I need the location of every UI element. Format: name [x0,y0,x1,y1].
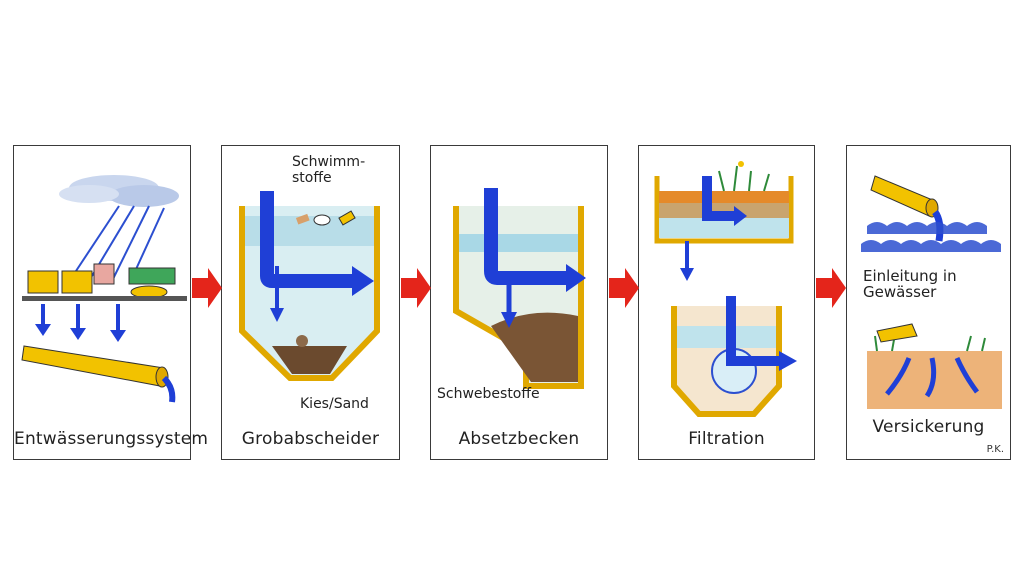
panel-entwaesserung: Entwässerungssystem [13,145,209,460]
transition-arrow-4 [816,268,846,308]
signature: P.K. [986,444,1004,455]
panel-grobabscheider: Schwimm- stoffe Kies/Sand Grobabscheider [221,145,400,460]
note-schwimmstoffe: Schwimm- stoffe [292,154,366,186]
discharge-illustration [861,175,1002,409]
step-label: Entwässerungssystem [14,429,209,449]
panel-absetzbecken: Schwebestoffe Absetzbecken [430,145,608,460]
label-einleitung: Einleitung in Gewässer [863,267,957,301]
note-schwebestoffe: Schwebestoffe [437,386,540,402]
transition-arrow-3 [609,268,639,308]
step-label: Grobabscheider [241,429,380,449]
settling-basin-illustration [453,188,586,389]
step-label-versickerung: Versickerung [872,417,985,437]
panel-discharge: Einleitung in Gewässer Versickerung P.K. [846,145,1011,460]
drainage-illustration [21,175,187,403]
filtration-illustration [654,161,797,417]
step-label: Filtration [688,429,765,449]
step-label: Absetzbecken [458,429,580,449]
transition-arrow-1 [192,268,222,308]
transition-arrow-2 [401,268,431,308]
panel-filtration: Filtration [638,145,815,460]
coarse-separator-illustration [239,191,380,381]
note-kies-sand: Kies/Sand [300,396,369,412]
